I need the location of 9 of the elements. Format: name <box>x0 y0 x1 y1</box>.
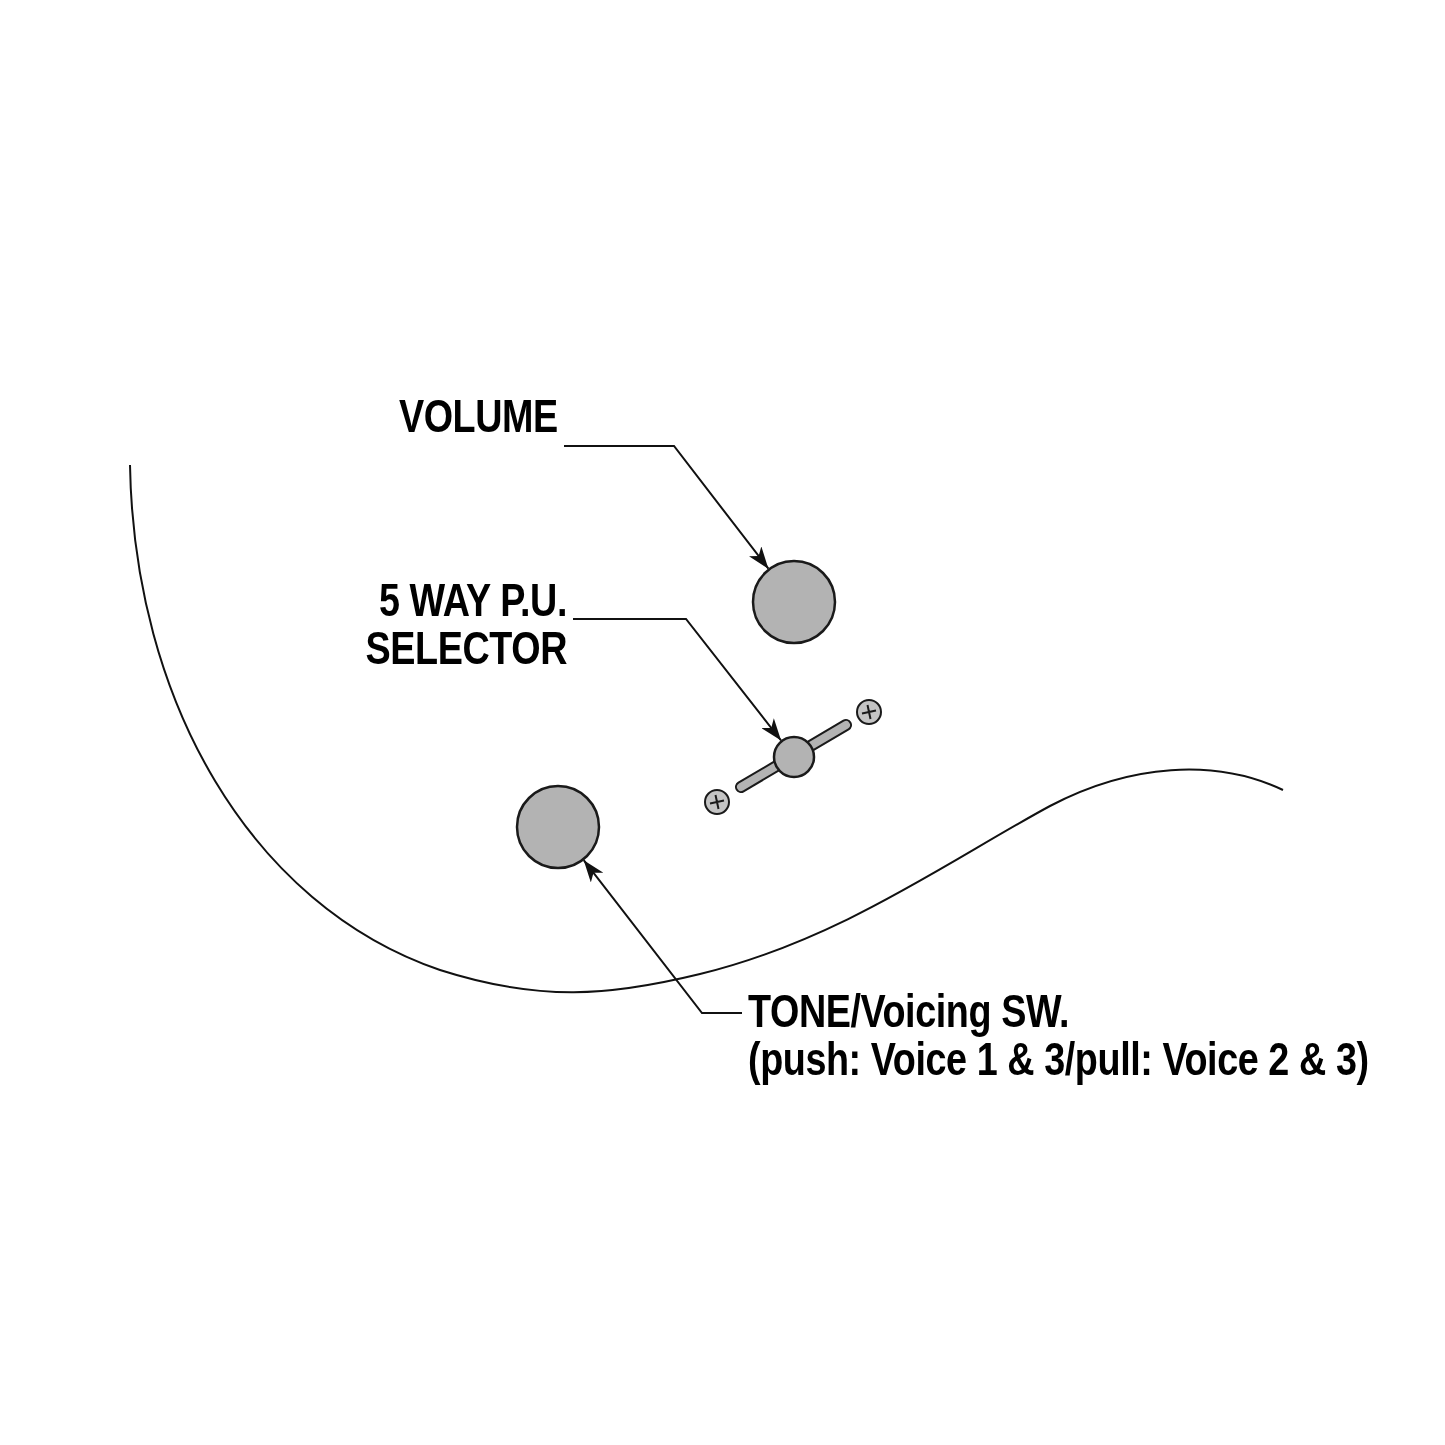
control-label: VOLUME <box>399 392 558 440</box>
leader-line <box>572 618 783 742</box>
control-label: 5 WAY P.U. SELECTOR <box>363 576 567 672</box>
knob <box>751 559 837 645</box>
leader-line <box>563 445 770 570</box>
control-label: TONE/Voicing SW. <box>748 987 1071 1035</box>
leader-line <box>582 859 743 1014</box>
knob <box>515 784 601 870</box>
switch-knob <box>772 735 816 779</box>
